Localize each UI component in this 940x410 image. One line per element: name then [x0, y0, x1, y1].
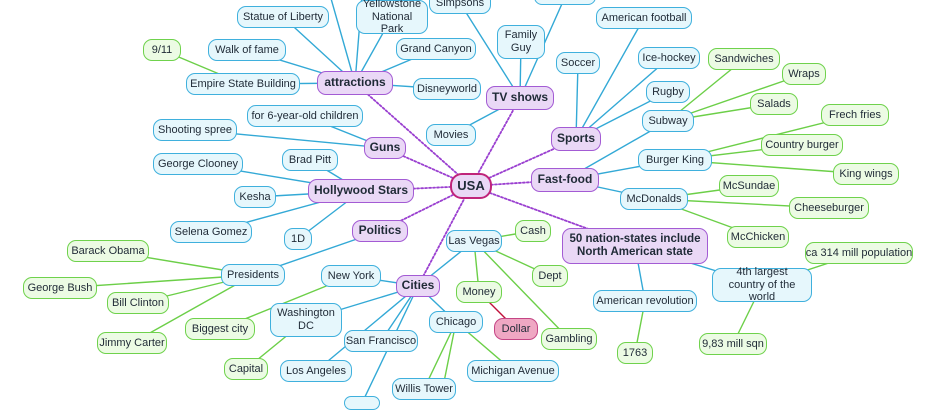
node-grand-canyon[interactable]: Grand Canyon — [396, 38, 476, 60]
node-cheeseburger[interactable]: Cheeseburger — [789, 197, 869, 219]
connection-line — [575, 57, 670, 140]
node-barack-obama[interactable]: Barack Obama — [67, 240, 149, 262]
node-unknown-top[interactable] — [534, 0, 596, 5]
node-fourth-largest[interactable]: 4th largest country of the world — [712, 266, 812, 303]
node-movies[interactable]: Movies — [426, 124, 476, 146]
node-george-bush[interactable]: George Bush — [23, 277, 97, 299]
category-sports[interactable]: Sports — [551, 127, 601, 151]
root-node-usa[interactable]: USA — [450, 173, 492, 199]
node-ice-hockey[interactable]: Ice-hockey — [638, 47, 700, 69]
node-los-angeles[interactable]: Los Angeles — [280, 360, 352, 382]
node-presidents[interactable]: Presidents — [221, 264, 285, 286]
node-kesha[interactable]: Kesha — [234, 186, 276, 208]
connection-line — [423, 321, 457, 390]
node-soccer[interactable]: Soccer — [556, 52, 600, 74]
node-statue-of-liberty[interactable]: Statue of Liberty — [237, 6, 329, 28]
node-mcchicken[interactable]: McChicken — [727, 226, 789, 248]
node-jimmy-carter[interactable]: Jimmy Carter — [97, 332, 167, 354]
category-politics[interactable]: Politics — [352, 220, 408, 242]
category-tv-shows[interactable]: TV shows — [486, 86, 554, 110]
node-partial-bottom[interactable] — [344, 396, 380, 410]
connection-line — [315, 285, 419, 372]
connection-line — [470, 97, 521, 187]
node-willis-tower[interactable]: Willis Tower — [392, 378, 456, 400]
node-american-football[interactable]: American football — [596, 7, 692, 29]
node-year-1763[interactable]: 1763 — [617, 342, 653, 364]
node-area[interactable]: 9,83 mill sqn — [699, 333, 767, 355]
node-mcdonalds[interactable]: McDonalds — [620, 188, 688, 210]
node-mcsundae[interactable]: McSundae — [719, 175, 779, 197]
node-las-vegas[interactable]: Las Vegas — [446, 230, 502, 252]
connection-line — [131, 274, 254, 344]
node-dollar[interactable]: Dollar — [494, 318, 538, 340]
node-michigan-avenue[interactable]: Michigan Avenue — [467, 360, 559, 382]
node-wraps[interactable]: Wraps — [782, 63, 826, 85]
node-family-guy[interactable]: Family Guy — [497, 25, 545, 59]
node-biggest-city[interactable]: Biggest city — [185, 318, 255, 340]
node-simpsons[interactable]: Simpsons — [429, 0, 491, 14]
category-guns[interactable]: Guns — [364, 137, 406, 159]
node-washington-dc[interactable]: Washington DC — [270, 303, 342, 337]
connection-line — [459, 2, 521, 99]
node-king-wings[interactable]: King wings — [833, 163, 899, 185]
node-sandwiches[interactable]: Sandwiches — [708, 48, 780, 70]
node-san-francisco[interactable]: San Francisco — [344, 330, 418, 352]
connection-line — [473, 240, 570, 340]
node-salads[interactable]: Salads — [750, 93, 798, 115]
node-bill-clinton[interactable]: Bill Clinton — [107, 292, 169, 314]
connection-line — [330, 0, 356, 84]
category-cities[interactable]: Cities — [396, 275, 440, 297]
node-subway[interactable]: Subway — [642, 110, 694, 132]
category-hollywood-stars[interactable]: Hollywood Stars — [308, 179, 414, 203]
node-burger-king[interactable]: Burger King — [638, 149, 712, 171]
category-attractions[interactable]: attractions — [317, 71, 393, 95]
connection-line — [575, 62, 579, 140]
category-fast-food[interactable]: Fast-food — [531, 168, 599, 192]
node-money[interactable]: Money — [456, 281, 502, 303]
node-nine-eleven[interactable]: 9/11 — [143, 39, 181, 61]
node-american-revolution[interactable]: American revolution — [593, 290, 697, 312]
node-disneyworld[interactable]: Disneyworld — [413, 78, 481, 100]
node-country-burger[interactable]: Country burger — [761, 134, 843, 156]
node-brad-pitt[interactable]: Brad Pitt — [282, 149, 338, 171]
node-empire-state-building[interactable]: Empire State Building — [186, 73, 300, 95]
node-george-clooney[interactable]: George Clooney — [153, 153, 243, 175]
node-rugby[interactable]: Rugby — [646, 81, 690, 103]
node-for-children[interactable]: for 6-year-old children — [247, 105, 363, 127]
node-one-d[interactable]: 1D — [284, 228, 312, 250]
node-cash[interactable]: Cash — [515, 220, 551, 242]
node-population[interactable]: ca 314 mill population — [805, 242, 913, 264]
node-dept[interactable]: Dept — [532, 265, 568, 287]
node-shooting-spree[interactable]: Shooting spree — [153, 119, 237, 141]
category-nation-states[interactable]: 50 nation-states include North American … — [562, 228, 708, 264]
node-selena-gomez[interactable]: Selena Gomez — [170, 221, 252, 243]
node-french-fries[interactable]: Frech fries — [821, 104, 889, 126]
node-capital[interactable]: Capital — [224, 358, 268, 380]
node-gambling[interactable]: Gambling — [541, 328, 597, 350]
node-yellowstone[interactable]: Yellowstone National Park — [356, 0, 428, 35]
node-walk-of-fame[interactable]: Walk of fame — [208, 39, 286, 61]
connection-line — [354, 82, 472, 187]
connection-line — [417, 185, 472, 287]
node-chicago[interactable]: Chicago — [429, 311, 483, 333]
connection-line — [575, 17, 645, 140]
node-new-york[interactable]: New York — [321, 265, 381, 287]
